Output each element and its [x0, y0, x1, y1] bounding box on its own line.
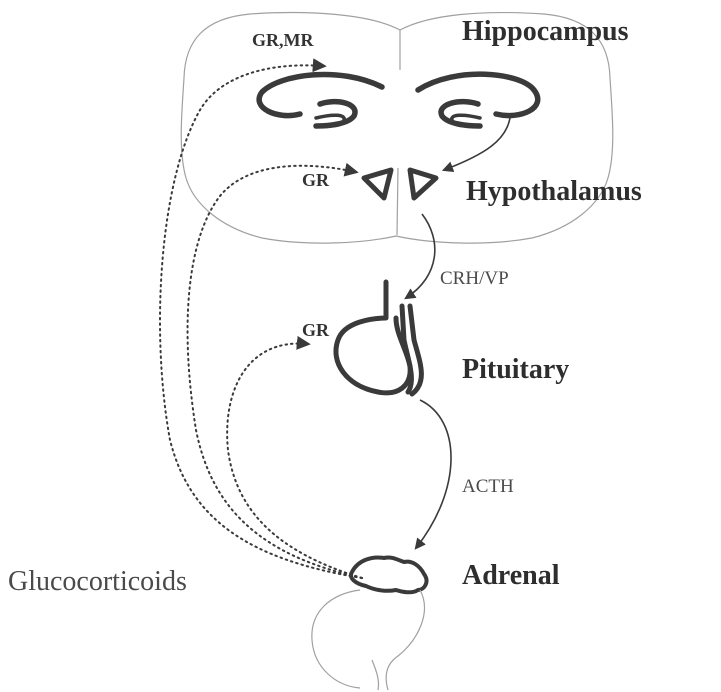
glucocorticoid-feedback-arrows — [160, 65, 362, 578]
label-hypothalamus: Hypothalamus — [466, 176, 642, 207]
label-gr-mr: GR,MR — [252, 30, 314, 50]
label-adrenal: Adrenal — [462, 560, 560, 591]
feedback-to-hypothalamus — [188, 166, 362, 578]
hippocampus-shape — [259, 74, 538, 126]
label-glucocorticoids: Glucocorticoids — [8, 566, 187, 597]
adrenal-shape — [351, 557, 427, 592]
label-crh-vp: CRH/VP — [440, 268, 509, 289]
label-acth: ACTH — [462, 476, 514, 497]
label-gr-pituitary: GR — [302, 320, 330, 340]
hypothalamus-shape — [364, 170, 436, 198]
label-pituitary: Pituitary — [462, 354, 569, 385]
feedback-to-hippocampus — [160, 65, 362, 578]
label-hippocampus: Hippocampus — [462, 16, 629, 47]
brain-outline — [181, 13, 613, 244]
arrow-crh-vp — [406, 214, 435, 298]
pituitary-shape — [336, 282, 421, 394]
arrow-acth — [416, 400, 451, 548]
label-gr-hypothalamus: GR — [302, 170, 330, 190]
kidney-outline — [312, 590, 425, 690]
